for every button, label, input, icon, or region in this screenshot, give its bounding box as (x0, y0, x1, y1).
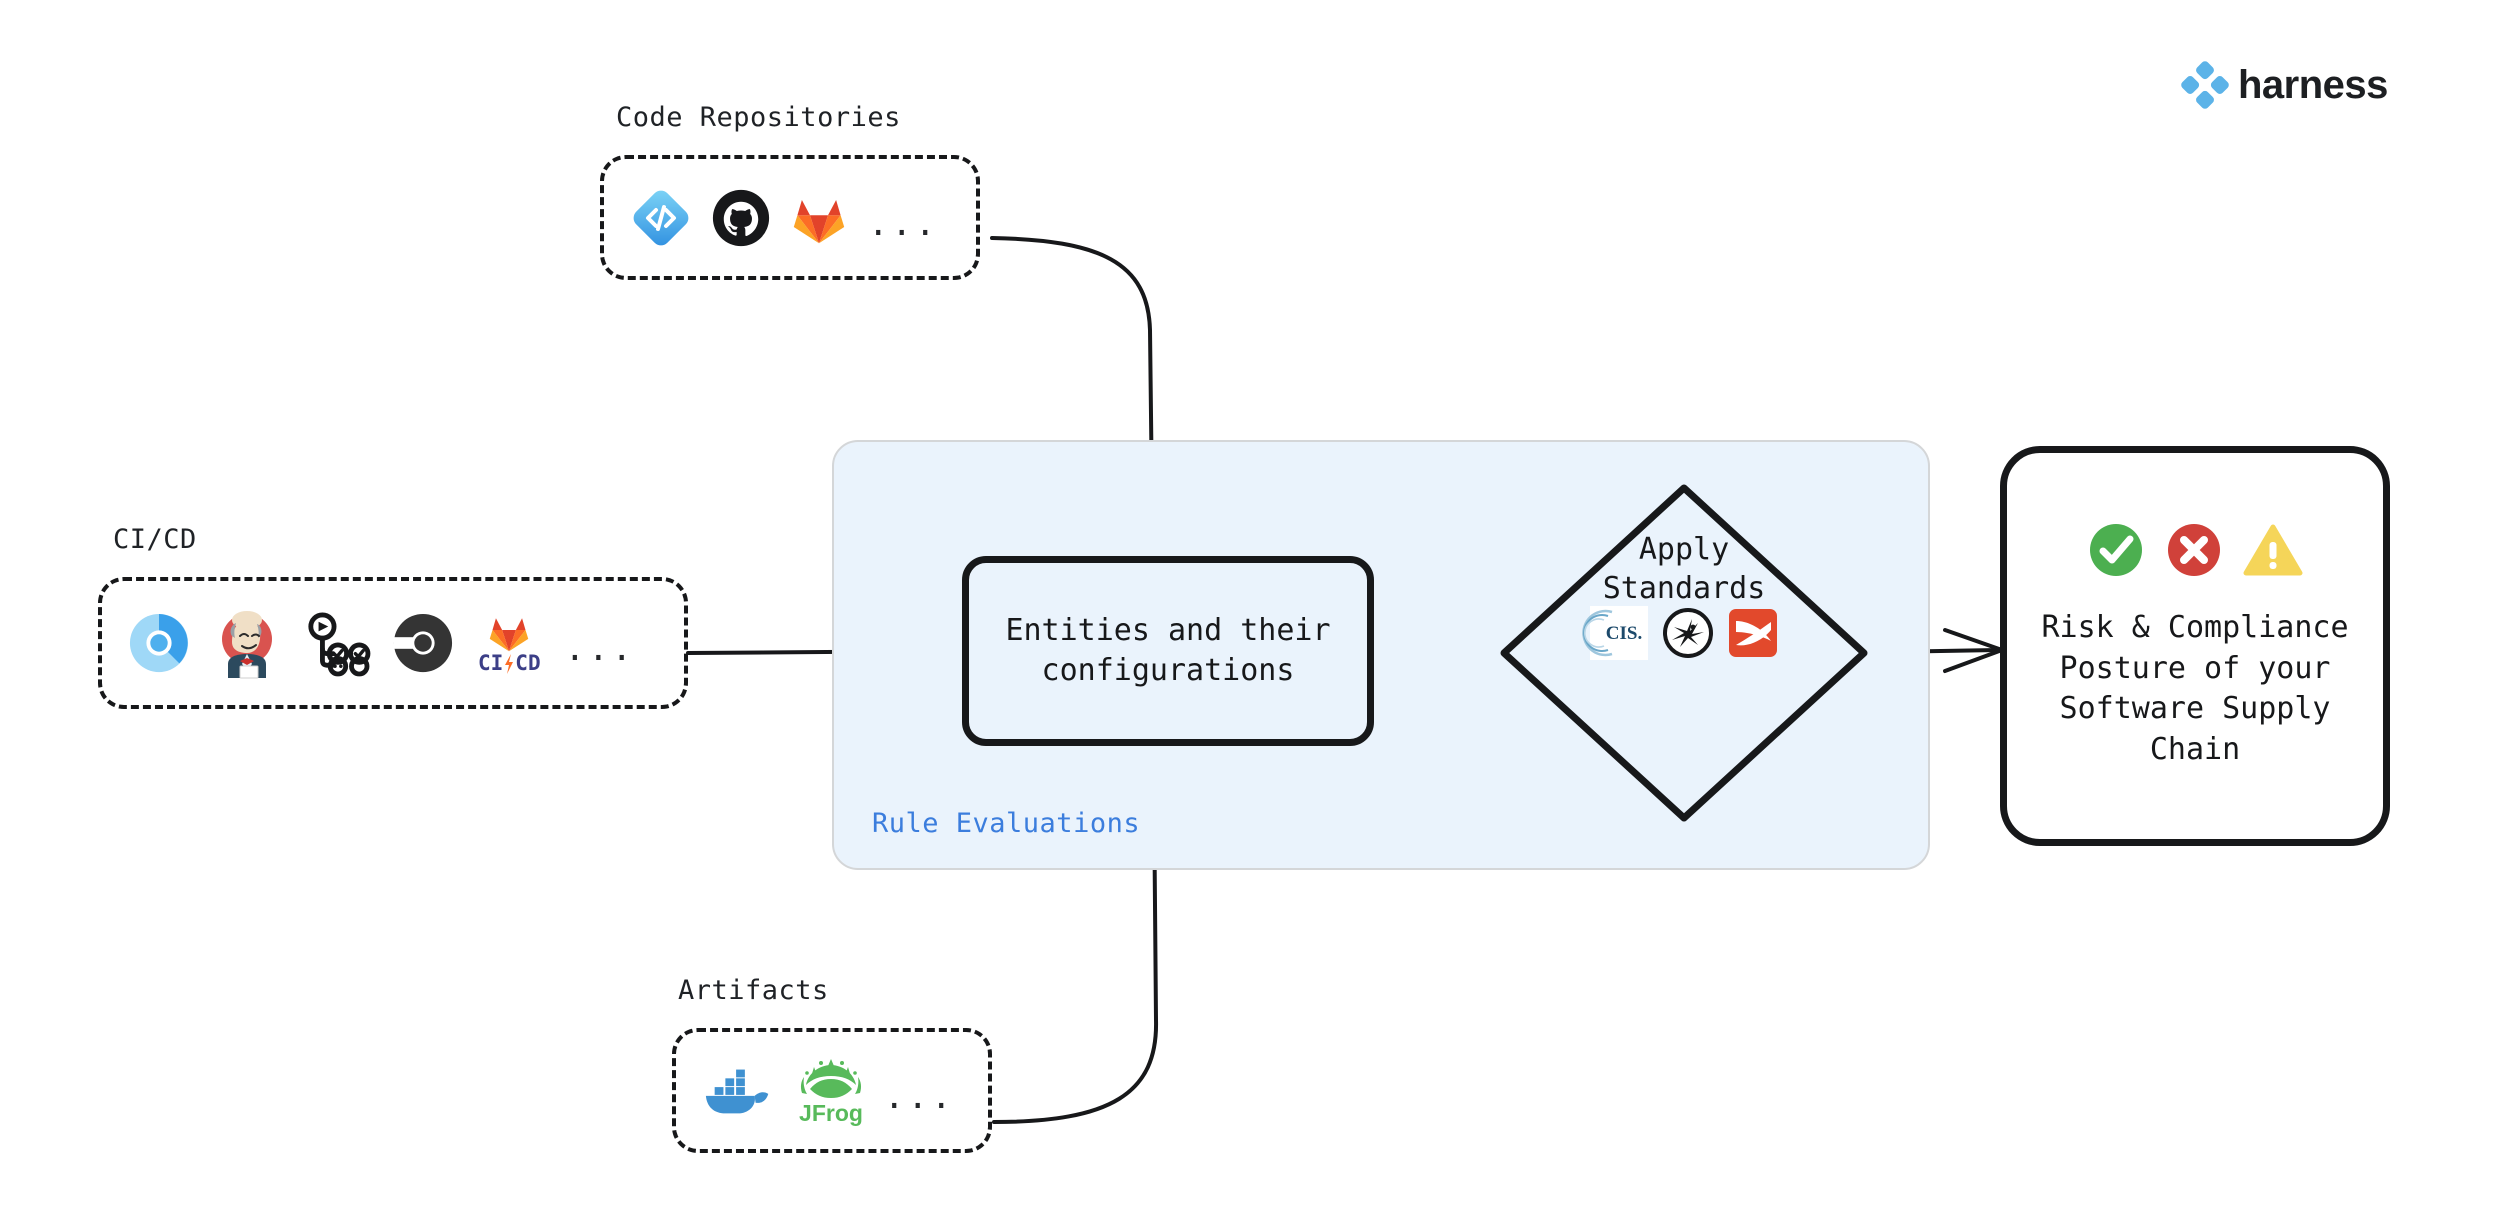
svg-text:JFrog: JFrog (799, 1100, 863, 1126)
entities-node-line2: configurations (1041, 653, 1295, 688)
artifacts-label: Artifacts (678, 975, 829, 1006)
slsa-icon[interactable] (1728, 608, 1778, 658)
cicd-label: CI/CD (113, 524, 197, 555)
output-node-text: Risk & Compliance Posture of your Softwa… (2041, 608, 2348, 770)
docker-icon[interactable] (702, 1061, 778, 1121)
cis-icon[interactable]: CIS. (1582, 606, 1648, 660)
diamond-shape-icon (1500, 484, 1868, 822)
entities-node-line1: Entities and their (1005, 612, 1331, 648)
jfrog-icon[interactable]: JFrog (794, 1057, 868, 1126)
rule-evaluations-label: Rule Evaluations (872, 808, 1141, 839)
cicd-box[interactable]: CI CD ... (98, 577, 688, 709)
apply-standards-line2: Standards (1602, 571, 1766, 606)
cicd-more: ... (564, 629, 636, 669)
apply-standards-node[interactable]: Apply Standards CIS. (1494, 478, 1874, 828)
gitlab-cicd-cd-text: CD (515, 651, 541, 675)
output-node-line4: Chain (2149, 731, 2241, 767)
output-node-line2: Posture of your (2059, 650, 2331, 686)
harness-logo-text: harness (2238, 62, 2388, 107)
apply-standards-text: Apply Standards (1494, 530, 1874, 608)
output-node-line1: Risk & Compliance (2041, 610, 2349, 645)
harness-code-icon[interactable] (630, 187, 692, 249)
success-check-icon (2090, 524, 2142, 576)
gitlab-cicd-ci-text: CI (478, 651, 504, 675)
risk-compliance-output-node[interactable]: Risk & Compliance Posture of your Softwa… (2000, 446, 2390, 846)
error-cross-icon (2168, 524, 2220, 576)
github-icon[interactable] (712, 189, 770, 247)
status-icon-row (2088, 522, 2303, 578)
jenkins-icon[interactable] (214, 608, 280, 679)
artifacts-more: ... (884, 1076, 955, 1117)
gitlab-fox-icon (490, 618, 529, 652)
output-node-line3: Software Supply (2059, 691, 2331, 726)
code-repositories-label: Code Repositories (616, 102, 901, 133)
gitlab-icon[interactable] (790, 191, 848, 245)
rule-evaluations-panel (832, 440, 1930, 870)
lightning-bolt-icon (505, 654, 514, 674)
gitlab-cicd-icon[interactable]: CI CD (478, 611, 541, 675)
artifacts-box[interactable]: JFrog ... (672, 1028, 992, 1153)
code-repositories-more: ... (868, 203, 939, 244)
harness-cicd-icon[interactable] (128, 612, 190, 674)
standards-icon-row: CIS. (1494, 606, 1874, 660)
owasp-icon[interactable] (1662, 607, 1714, 659)
harness-logo: harness (2181, 61, 2388, 109)
warning-triangle-icon (2243, 524, 2303, 576)
github-actions-icon[interactable] (304, 612, 371, 677)
harness-diamond-logo-icon (2181, 61, 2229, 109)
circleci-icon[interactable] (392, 612, 454, 674)
entities-and-configurations-node[interactable]: Entities and their configurations (962, 556, 1374, 746)
code-repositories-box[interactable]: ... (600, 155, 980, 280)
apply-standards-line1: Apply (1638, 532, 1730, 567)
svg-text:CIS.: CIS. (1606, 623, 1642, 644)
